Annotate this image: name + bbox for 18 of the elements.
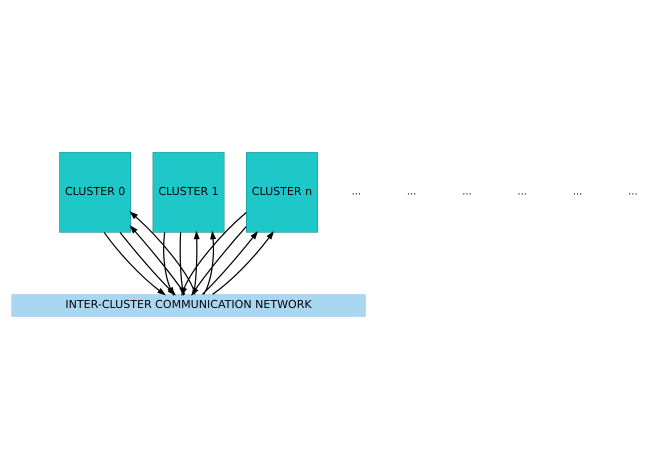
arrow — [212, 230, 274, 294]
node-box: CLUSTER n — [246, 152, 318, 232]
arrow — [203, 230, 216, 294]
node-box: CLUSTER 0 — [59, 152, 132, 232]
label: ... — [462, 186, 472, 198]
label: ... — [628, 186, 638, 198]
label: ... — [352, 186, 361, 198]
arrow — [163, 232, 174, 296]
arrow — [181, 212, 247, 296]
label: ... — [572, 186, 582, 198]
label: ... — [518, 186, 527, 198]
arrow — [191, 226, 247, 296]
node-box: INTER-CLUSTER COMMUNICATION NETWORK — [11, 294, 366, 316]
arrow — [104, 232, 166, 295]
arrow — [193, 230, 200, 294]
arrow — [202, 230, 258, 294]
label: ... — [406, 186, 416, 198]
node-box: CLUSTER 1 — [152, 152, 224, 232]
